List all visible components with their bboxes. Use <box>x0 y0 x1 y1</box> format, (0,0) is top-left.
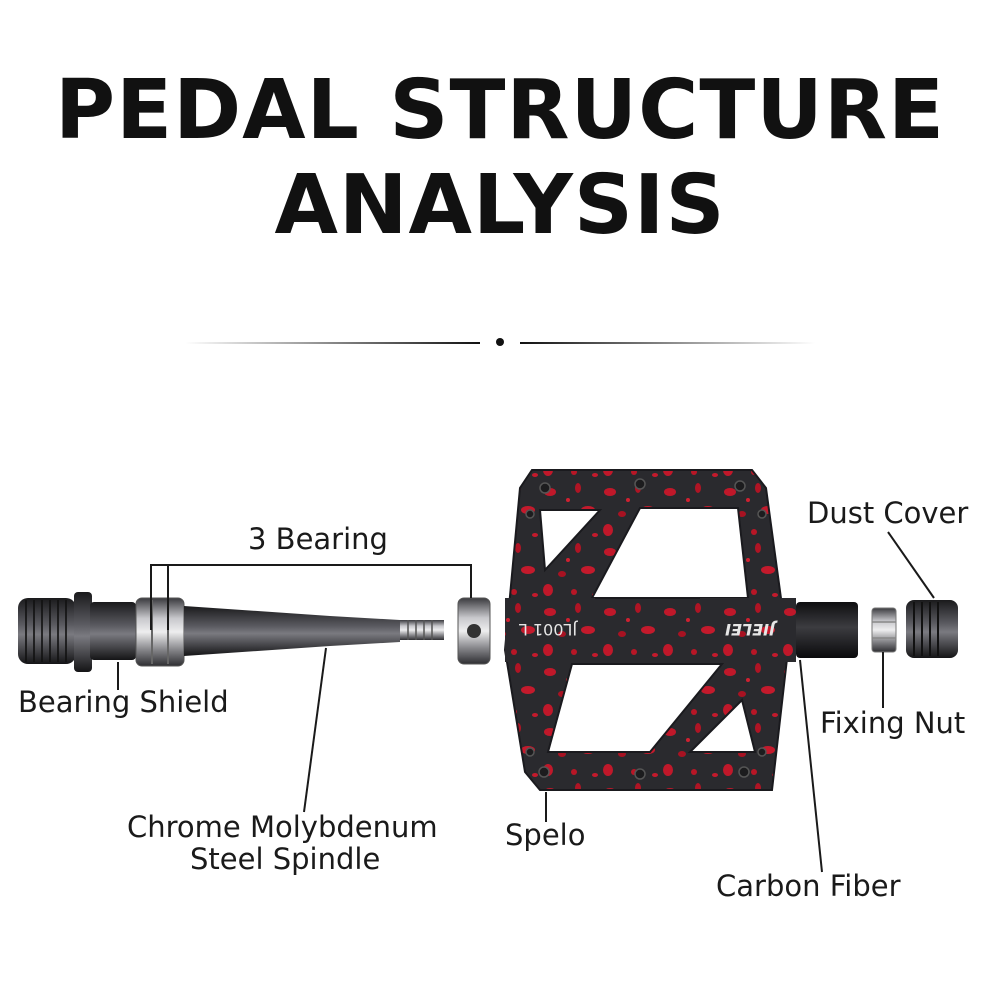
label-carbon-fiber: Carbon Fiber <box>716 869 901 903</box>
spindle-assembly <box>18 592 444 672</box>
fixing-nut <box>871 607 897 653</box>
bearing-3 <box>457 597 491 665</box>
leader-lines <box>117 531 935 873</box>
pedal-body <box>503 469 796 791</box>
label-3-bearing: 3 Bearing <box>248 522 388 556</box>
pedal-model-mark: JL001 L <box>519 620 578 639</box>
divider-right <box>520 342 815 344</box>
dust-cover <box>906 600 958 658</box>
spindle-flange <box>74 592 92 672</box>
threaded-end <box>18 598 76 664</box>
label-dust-cover: Dust Cover <box>807 496 969 530</box>
label-spindle-line-2: Steel Spindle <box>190 842 381 876</box>
spindle-shaft <box>184 606 400 656</box>
title-line-1: PEDAL STRUCTURE <box>54 63 945 158</box>
label-fixing-nut: Fixing Nut <box>820 706 966 740</box>
bearing-1-and-2 <box>135 597 185 667</box>
label-bearing-shield: Bearing Shield <box>18 685 229 719</box>
spindle-tip <box>400 620 444 640</box>
title-line-2: ANALYSIS <box>274 158 726 253</box>
label-spindle-line-1: Chrome Molybdenum <box>127 810 438 844</box>
bearing-shield-part <box>90 602 136 660</box>
label-spelo: Spelo <box>505 818 586 852</box>
carbon-fiber-tube <box>796 602 858 658</box>
divider-left <box>185 342 480 344</box>
divider-dot <box>496 338 504 346</box>
pedal-brand-mark: JIELEI <box>725 620 778 639</box>
